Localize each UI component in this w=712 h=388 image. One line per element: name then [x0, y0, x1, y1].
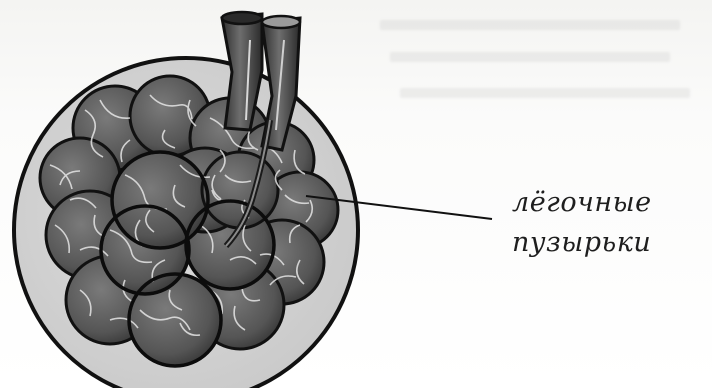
label-line-2: пузырьки [512, 223, 712, 263]
alveoli-label: лёгочные пузырьки [512, 183, 712, 263]
label-line-1: лёгочные [512, 183, 712, 223]
tube-opening [222, 12, 262, 24]
tube-opening [262, 16, 300, 28]
